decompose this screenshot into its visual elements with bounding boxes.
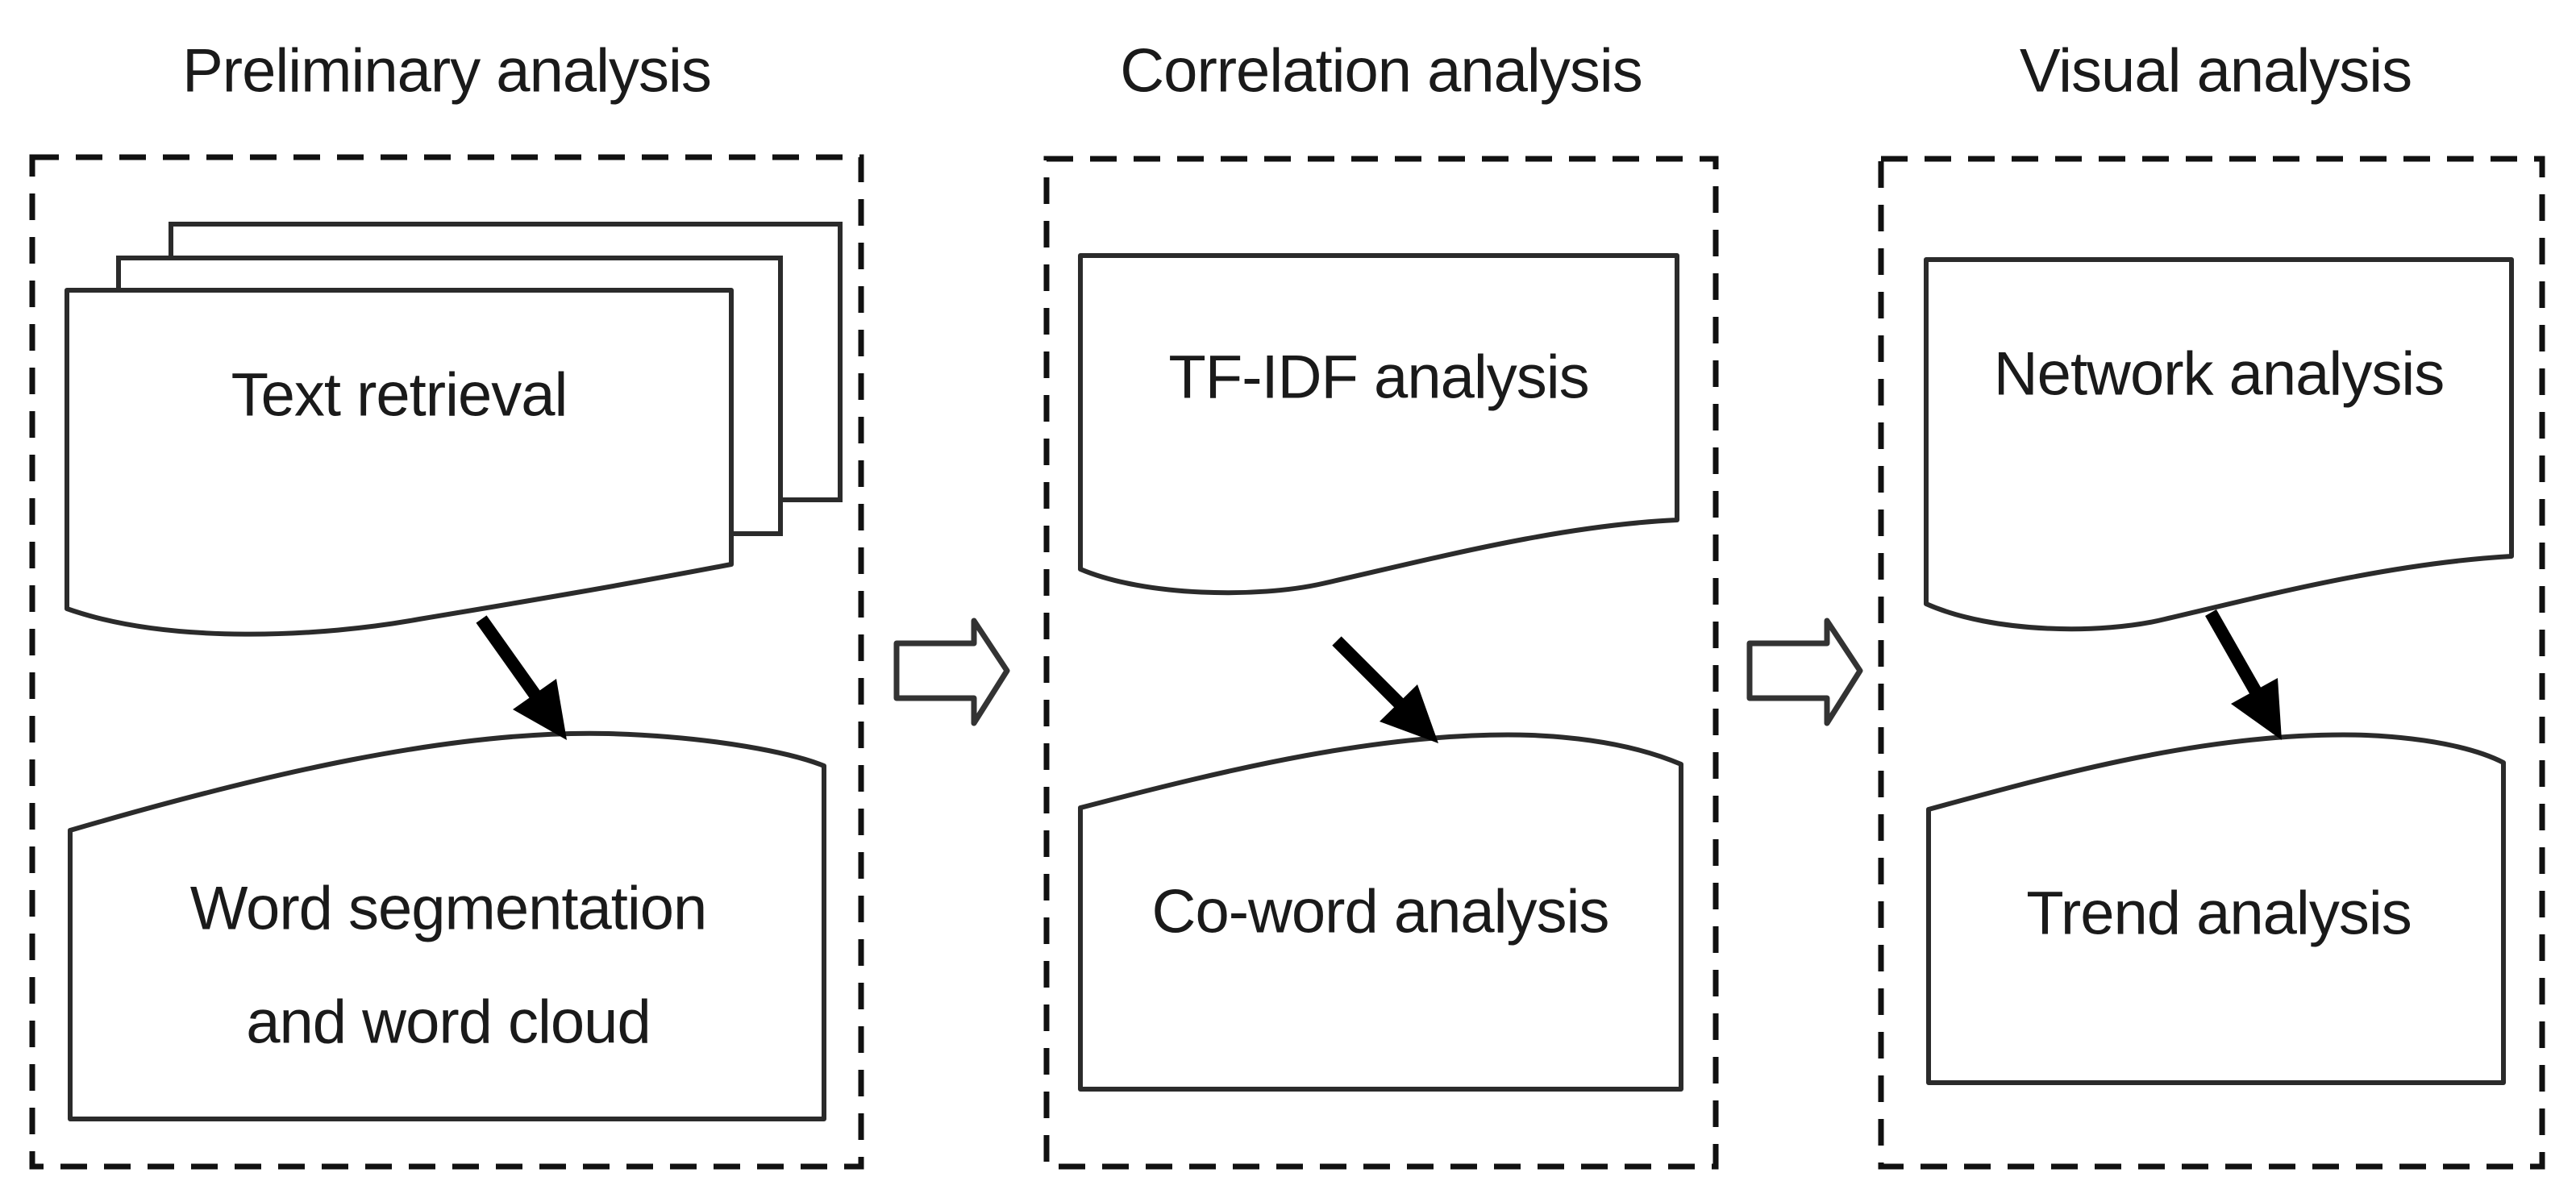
document-shape-text-retrieval <box>65 288 734 637</box>
flow-arrow-icon <box>1746 618 1863 726</box>
flow-arrow-icon <box>893 618 1010 726</box>
column-title-correlation: Correlation analysis <box>1120 36 1642 106</box>
document-shape-network <box>1924 257 2514 632</box>
label-trend-analysis: Trend analysis <box>2026 879 2412 948</box>
document-shape-coword <box>1078 732 1683 1092</box>
panel-border-visual <box>1878 156 2545 1170</box>
column-title-visual: Visual analysis <box>2019 36 2412 106</box>
label-text-retrieval: Text retrieval <box>231 360 568 430</box>
panel-border-preliminary <box>29 154 864 1170</box>
label-network-analysis: Network analysis <box>1993 339 2445 409</box>
down-arrow-head-icon <box>2231 678 2282 740</box>
down-arrow-head-icon <box>513 679 567 740</box>
label-word-segmentation: Word segmentation and word cloud <box>189 874 708 1056</box>
down-arrow-icon <box>476 615 544 704</box>
down-arrow-head-icon <box>1380 684 1438 743</box>
label-tfidf-analysis: TF-IDF analysis <box>1168 343 1589 412</box>
down-arrow-icon <box>1332 636 1408 712</box>
label-coword-analysis: Co-word analysis <box>1151 877 1610 946</box>
column-title-preliminary: Preliminary analysis <box>182 36 712 106</box>
document-shape-trend <box>1926 732 2506 1085</box>
document-shape-tfidf <box>1078 253 1679 596</box>
down-arrow-icon <box>2205 609 2262 697</box>
panel-border-correlation <box>1043 156 1719 1170</box>
